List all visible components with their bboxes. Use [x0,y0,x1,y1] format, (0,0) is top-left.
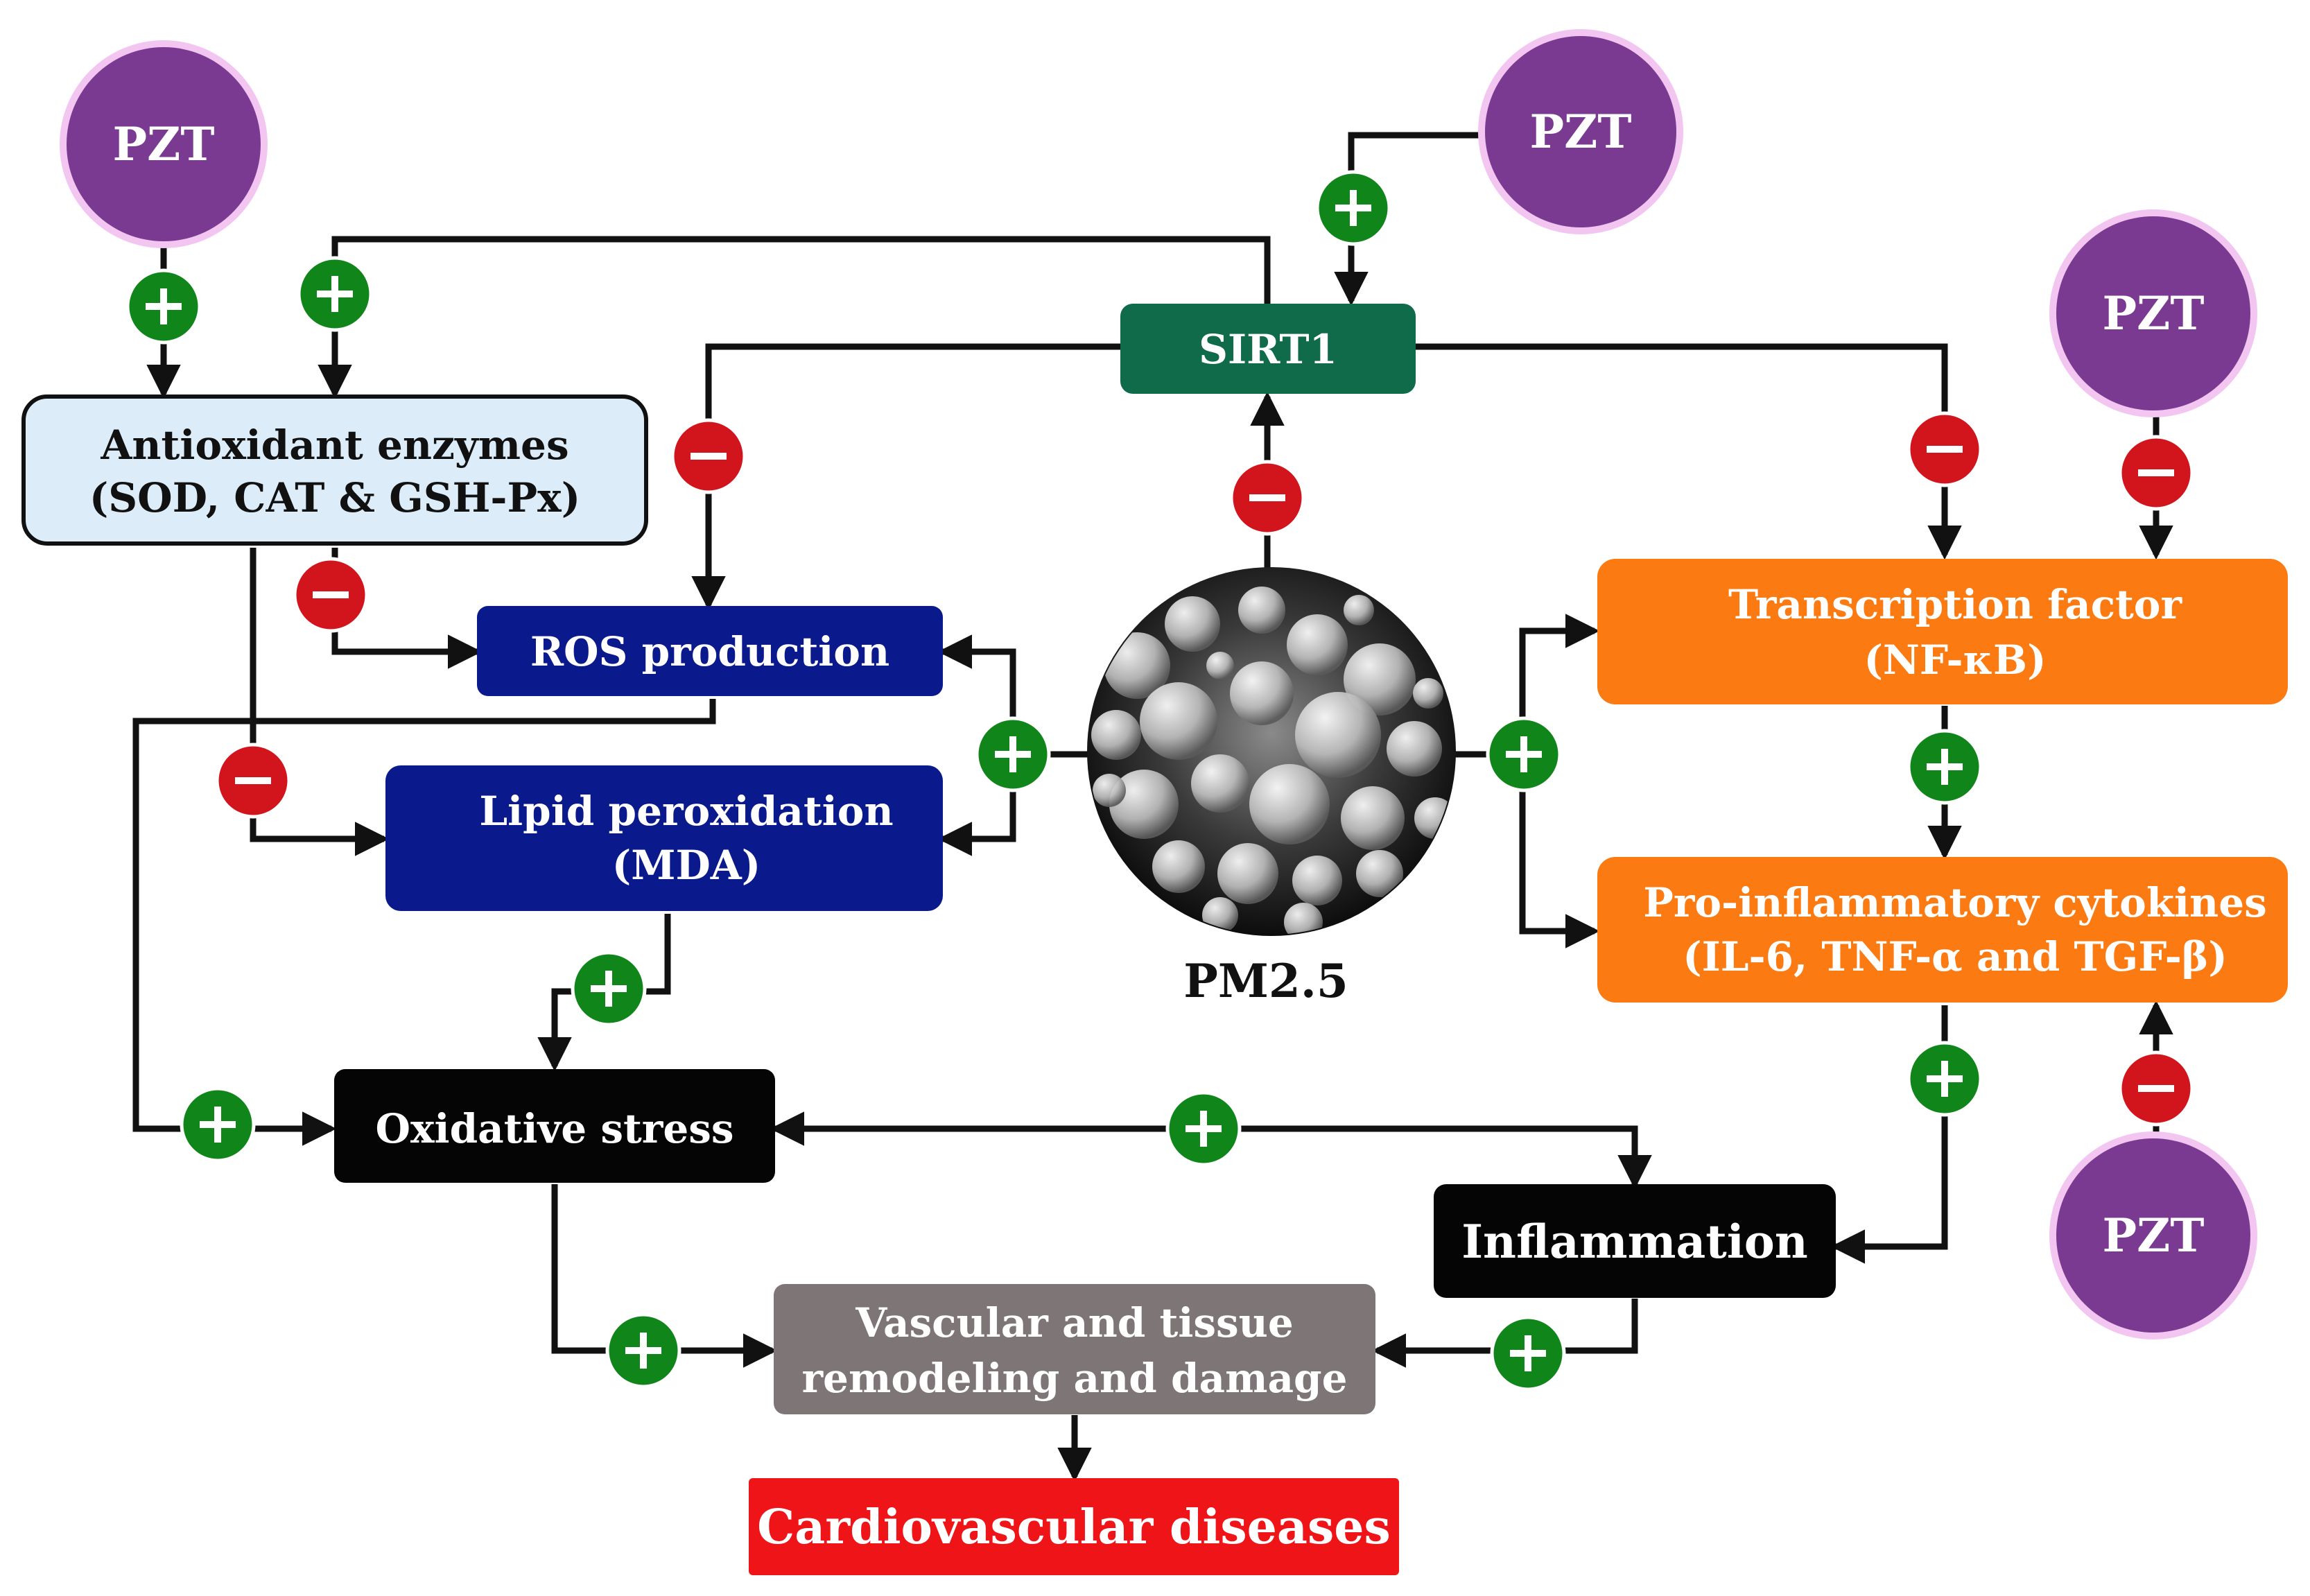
plus-badge-inflammation-to-vascular [1490,1315,1566,1391]
vascular-remodeling-box: Vascular and tissue remodeling and damag… [774,1284,1375,1414]
minus-badge-pm25-to-sirt1 [1229,460,1305,536]
nf-kb-box: Transcription factor (NF-κB) [1597,559,2288,704]
svg-text:Inflammation: Inflammation [1461,1215,1808,1269]
svg-text:Vascular and tissue: Vascular and tissue [855,1299,1293,1346]
pm25-label: PM2.5 [1183,954,1348,1008]
svg-text:Pro-inflammatory cytokines: Pro-inflammatory cytokines [1643,879,2267,926]
plus-badge-pzt-to-antioxidant [125,268,202,345]
svg-text:Cardiovascular diseases: Cardiovascular diseases [757,1500,1391,1555]
svg-text:(IL-6, TNF-α and TGF-β): (IL-6, TNF-α and TGF-β) [1683,933,2228,980]
svg-text:SIRT1: SIRT1 [1199,326,1337,373]
regulation-badges [125,170,2194,1391]
plus-badge-cytokines-to-inflammation [1907,1041,1983,1117]
pzt-label: PZT [113,117,215,171]
minus-badge-sirt1-to-nfkb [1907,411,1983,487]
cytokines-box: Pro-inflammatory cytokines (IL-6, TNF-α … [1597,857,2288,1003]
svg-text:(SOD, CAT & GSH-Px): (SOD, CAT & GSH-Px) [89,474,580,521]
svg-text:Transcription factor: Transcription factor [1728,581,2183,628]
svg-text:(MDA): (MDA) [612,842,761,889]
pzt-node-bottom-right: PZT [2049,1131,2257,1339]
minus-badge-antioxidant-to-ros [293,557,369,633]
pzt-label: PZT [2103,1208,2205,1263]
plus-badge-oxidative-to-vascular [605,1312,681,1389]
svg-text:ROS production: ROS production [530,628,889,675]
minus-badge-pzt-to-nfkb [2118,435,2194,511]
particle-cluster-icon: PM2.5 [1087,567,1456,1008]
plus-badge-oxidative-inflammation [1165,1091,1242,1167]
svg-text:remodeling and damage: remodeling and damage [802,1355,1348,1402]
minus-badge-pzt-to-cytokines [2118,1050,2194,1127]
pzt-node-top-center: PZT [1478,29,1683,234]
plus-badge-nfkb-to-cytokines [1907,729,1983,805]
svg-text:Lipid peroxidation: Lipid peroxidation [479,788,893,835]
svg-text:(NF-κB): (NF-κB) [1864,636,2046,684]
inflammation-box: Inflammation [1434,1184,1836,1298]
pzt-label: PZT [1530,105,1632,159]
cardiovascular-diseases-box: Cardiovascular diseases [749,1478,1399,1575]
pzt-node-top-left: PZT [60,40,268,248]
svg-text:Antioxidant enzymes: Antioxidant enzymes [100,422,568,469]
antioxidant-enzymes-box: Antioxidant enzymes (SOD, CAT & GSH-Px) [21,394,648,546]
plus-badge-pm25-to-nfkb-cytokines [1486,716,1562,792]
lipid-peroxidation-box: Lipid peroxidation (MDA) [385,765,943,911]
minus-badge-antioxidant-to-lipid [215,743,291,819]
svg-text:Oxidative stress: Oxidative stress [375,1105,733,1152]
plus-badge-ros-to-oxidative [180,1086,256,1163]
plus-badge-sirt1-to-antioxidant [297,256,373,332]
oxidative-stress-box: Oxidative stress [334,1069,775,1183]
pzt-node-right: PZT [2049,209,2257,417]
pzt-label: PZT [2103,286,2205,340]
sirt1-box: SIRT1 [1120,304,1416,394]
plus-badge-pm25-to-ros-lipid [975,716,1051,792]
plus-badge-pzt-to-sirt1 [1315,170,1391,246]
minus-badge-sirt1-to-ros [670,418,747,494]
plus-badge-lipid-to-oxidative [571,951,647,1027]
ros-production-box: ROS production [477,606,943,696]
